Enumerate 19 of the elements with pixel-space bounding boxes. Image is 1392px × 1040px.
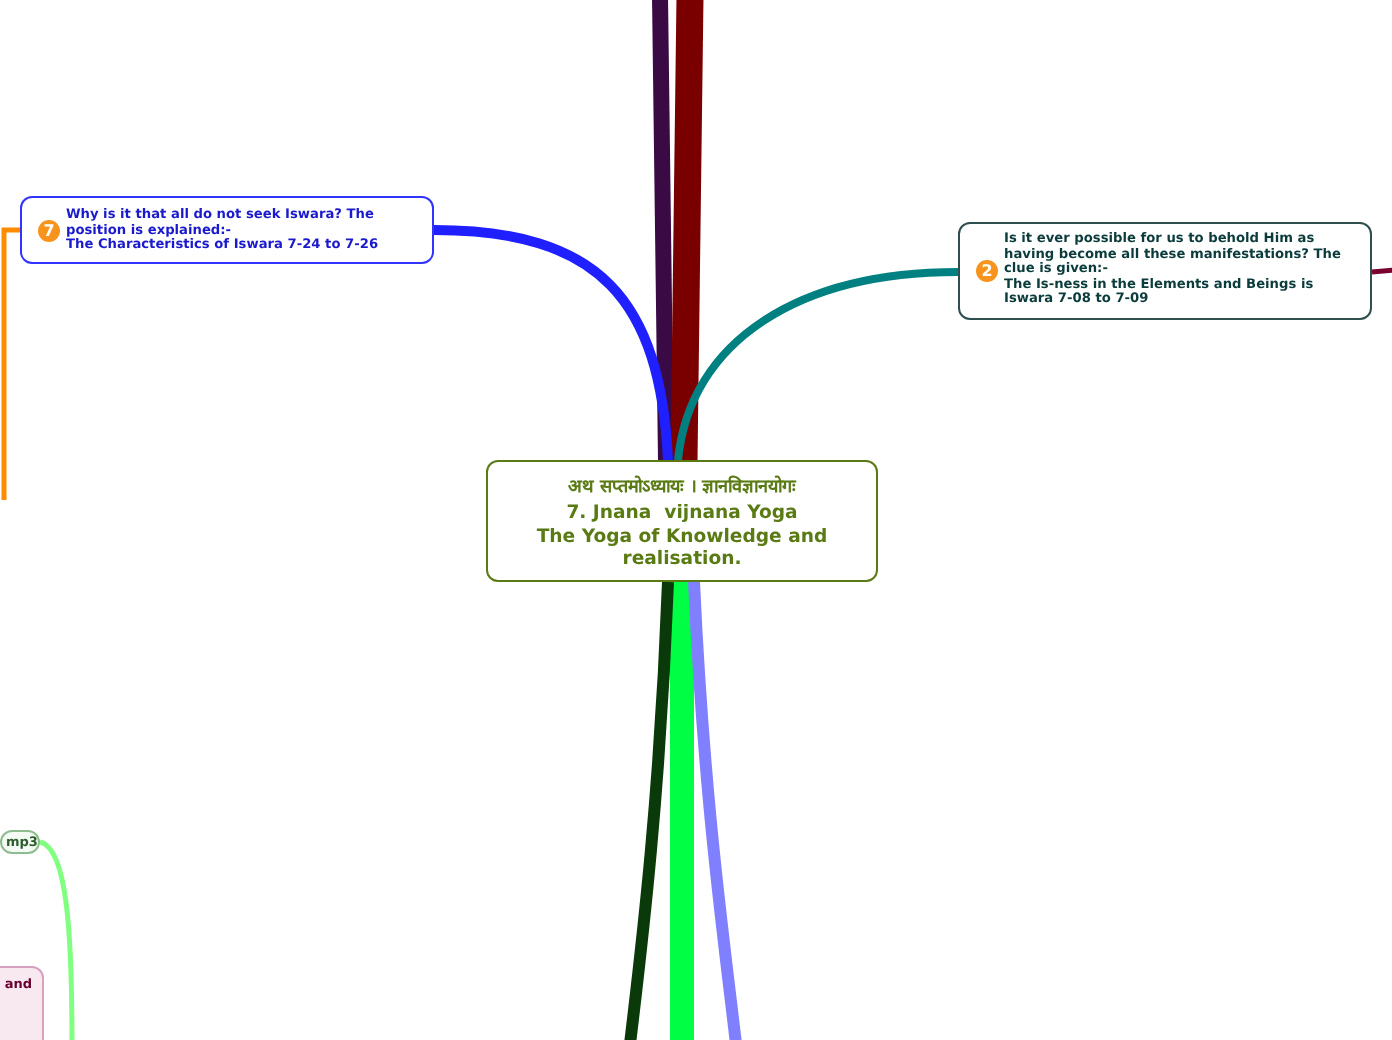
subtopic-box xyxy=(20,196,434,264)
subtopic-box xyxy=(0,830,40,854)
branch-line xyxy=(688,581,742,1040)
subtopic-box xyxy=(958,222,1372,320)
branch-line xyxy=(674,268,959,461)
topic-box xyxy=(486,460,878,582)
sanskrit-title: अथ सप्तमोऽध्यायः । ज्ञानविज्ञानयोगः xyxy=(565,476,799,502)
chapter-subtitle: The Yoga of Knowledge and realisation. xyxy=(534,525,830,571)
chapter-title: 7. Jnana vijnana Yoga xyxy=(564,502,800,525)
branch-line xyxy=(652,0,674,461)
branch-line xyxy=(433,225,673,461)
number-badge: 7 xyxy=(38,219,60,241)
number-badge: 2 xyxy=(976,260,998,282)
branch-line xyxy=(670,0,704,461)
branch-line xyxy=(38,839,75,1040)
branch-line xyxy=(1,227,20,500)
branch-line xyxy=(670,582,694,1040)
branch-line xyxy=(624,581,674,1040)
branch-line xyxy=(1371,267,1392,275)
